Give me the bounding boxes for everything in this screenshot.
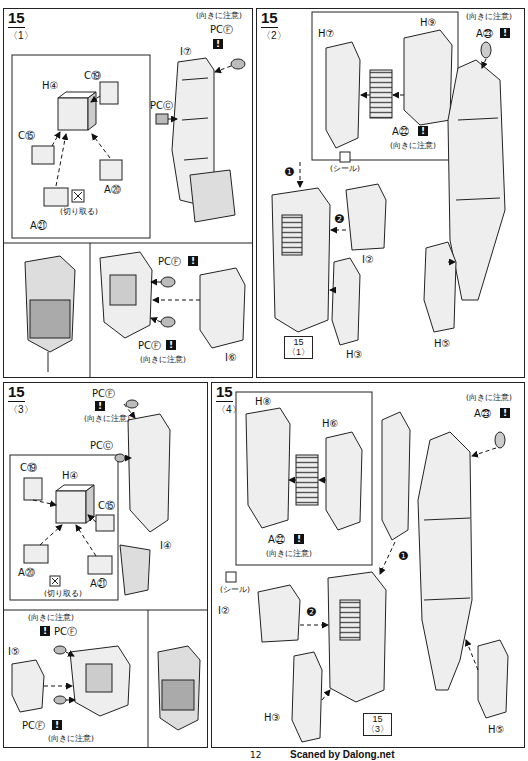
step-number: 15 (261, 10, 278, 28)
part-label: PCⒸ (150, 100, 173, 112)
part-label: C⑮ (18, 130, 35, 142)
part-label: PCⒸ (90, 440, 113, 452)
note-text: (向きに注意) (196, 12, 242, 21)
step-marker: ❶ (398, 550, 409, 564)
part-label: H⑤ (488, 724, 504, 736)
caution-mark: ! (166, 340, 176, 350)
caution-mark: ! (52, 720, 62, 730)
sub-step-number: 〈3〉 (366, 724, 389, 734)
part-label: I⑦ (180, 46, 192, 58)
step-number: 15 (8, 10, 25, 28)
part-label: I⑤ (8, 646, 20, 658)
part-label: H④ (62, 470, 78, 482)
part-label: A㉑ (30, 220, 47, 232)
footer-text: Scaned by Dalong.net (290, 749, 394, 761)
part-label: C⑲ (84, 70, 101, 82)
caution-mark: ! (418, 126, 428, 136)
part-label: A㉓ (474, 408, 491, 420)
step-marker: ❶ (284, 166, 295, 180)
note-text: (切り取る) (44, 590, 82, 599)
part-label: I⑥ (225, 352, 237, 364)
note-text: (シール) (330, 165, 360, 174)
part-label: PCⒻ (54, 626, 77, 638)
part-label: A㉑ (90, 578, 107, 590)
sub-step-number: 〈4〉 (216, 403, 242, 417)
step-number: 15 (216, 384, 233, 402)
part-label: C⑮ (98, 500, 115, 512)
note-text: (向きに注意) (84, 415, 130, 424)
part-label: H⑤ (434, 338, 450, 350)
step-panel: 15〈2〉15〈1〉 (256, 8, 525, 378)
caution-mark: ! (95, 401, 105, 411)
note-text: (向きに注意) (466, 394, 512, 403)
caution-mark: ! (188, 256, 198, 266)
step-reference-box: 15〈1〉 (284, 336, 313, 359)
step-number: 15 (287, 337, 310, 347)
caution-mark: ! (40, 626, 50, 636)
part-label: PCⒻ (138, 340, 161, 352)
note-text: (向きに注意) (48, 735, 94, 744)
part-label: I② (218, 605, 230, 617)
part-label: I② (362, 254, 374, 266)
part-label: A㉓ (476, 28, 493, 40)
part-label: I④ (160, 540, 172, 552)
step-number: 15 (8, 384, 25, 402)
note-text: (向きに注意) (140, 356, 186, 365)
part-label: H⑦ (318, 28, 334, 40)
note-text: (シール) (220, 586, 250, 595)
step-panel: 15〈4〉15〈3〉 (211, 382, 525, 748)
note-text: (向きに注意) (28, 614, 74, 623)
part-label: A㉒ (392, 126, 409, 138)
part-label: H③ (264, 712, 280, 724)
step-panel: 15〈1〉 (3, 8, 253, 378)
note-text: (向きに注意) (390, 142, 436, 151)
caution-mark: ! (500, 408, 510, 418)
part-label: H⑨ (420, 17, 436, 29)
note-text: (向きに注意) (466, 13, 512, 22)
part-label: A㉒ (268, 534, 285, 546)
caution-mark: ! (500, 28, 510, 38)
part-label: PCⒻ (158, 256, 181, 268)
note-text: (向きに注意) (266, 550, 312, 559)
part-label: PCⒻ (92, 388, 115, 400)
sub-step-number: 〈1〉 (8, 29, 34, 43)
part-label: C⑲ (20, 462, 37, 474)
step-panel: 15〈3〉 (3, 382, 208, 748)
part-label: PCⒻ (210, 24, 233, 36)
part-label: H③ (346, 349, 362, 361)
part-label: A⑳ (104, 184, 121, 196)
part-label: H⑧ (255, 396, 271, 408)
sub-step-number: 〈2〉 (261, 29, 287, 43)
part-label: H④ (42, 80, 58, 92)
part-label: PCⒻ (22, 720, 45, 732)
sub-step-number: 〈1〉 (287, 347, 310, 357)
part-label: A⑳ (18, 567, 35, 579)
step-reference-box: 15〈3〉 (363, 713, 392, 736)
note-text: (切り取る) (60, 208, 98, 217)
part-label: H⑥ (322, 418, 338, 430)
step-number: 15 (366, 714, 389, 724)
caution-mark: ! (294, 534, 304, 544)
step-marker: ❷ (306, 606, 317, 620)
caution-mark: ! (213, 39, 223, 49)
sub-step-number: 〈3〉 (8, 403, 34, 417)
step-marker: ❷ (334, 213, 345, 227)
footer-text: 12 (250, 750, 261, 760)
